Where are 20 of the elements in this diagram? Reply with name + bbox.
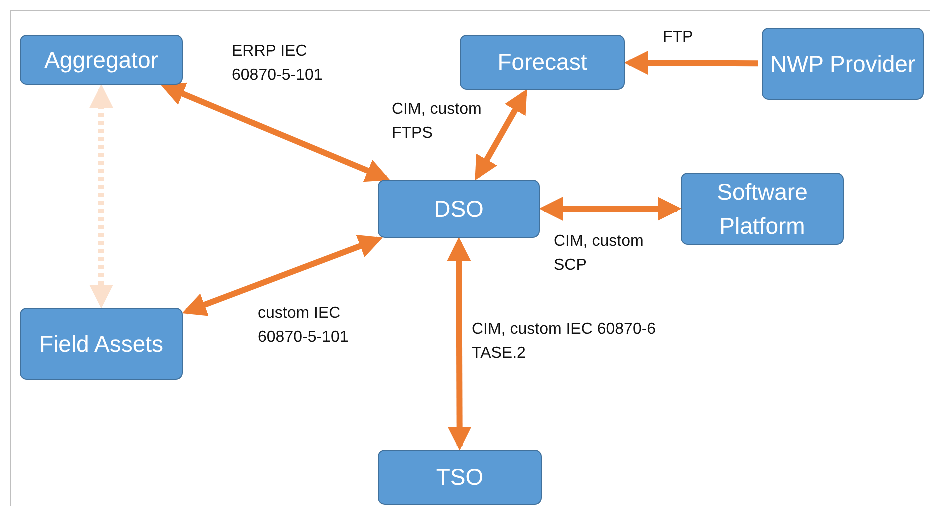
process-box: Forecast <box>460 35 625 90</box>
process-box: Field Assets <box>20 308 183 380</box>
edge-label: CIM, custom SCP <box>554 232 645 276</box>
double-arrow <box>182 234 383 316</box>
double-arrow <box>90 84 114 309</box>
edge-label: custom IEC 60870-5-101 <box>258 304 350 348</box>
process-box: TSO <box>378 450 542 505</box>
process-box: DSO <box>378 180 540 238</box>
double-arrow <box>624 51 758 76</box>
process-box: Aggregator <box>20 35 183 85</box>
double-arrow <box>539 197 682 221</box>
double-arrow <box>160 82 390 182</box>
process-box: Software Platform <box>681 173 844 245</box>
edge-label: ERRP IEC 60870-5-101 <box>232 42 324 86</box>
process-box: NWP Provider <box>762 28 924 100</box>
edge-label: CIM, custom IEC 60870-6 TASE.2 <box>472 320 657 364</box>
edge-label: CIM, custom FTPS <box>392 100 483 144</box>
double-arrow <box>447 237 472 451</box>
edge-label: FTP <box>663 28 694 48</box>
double-arrow <box>474 89 528 181</box>
